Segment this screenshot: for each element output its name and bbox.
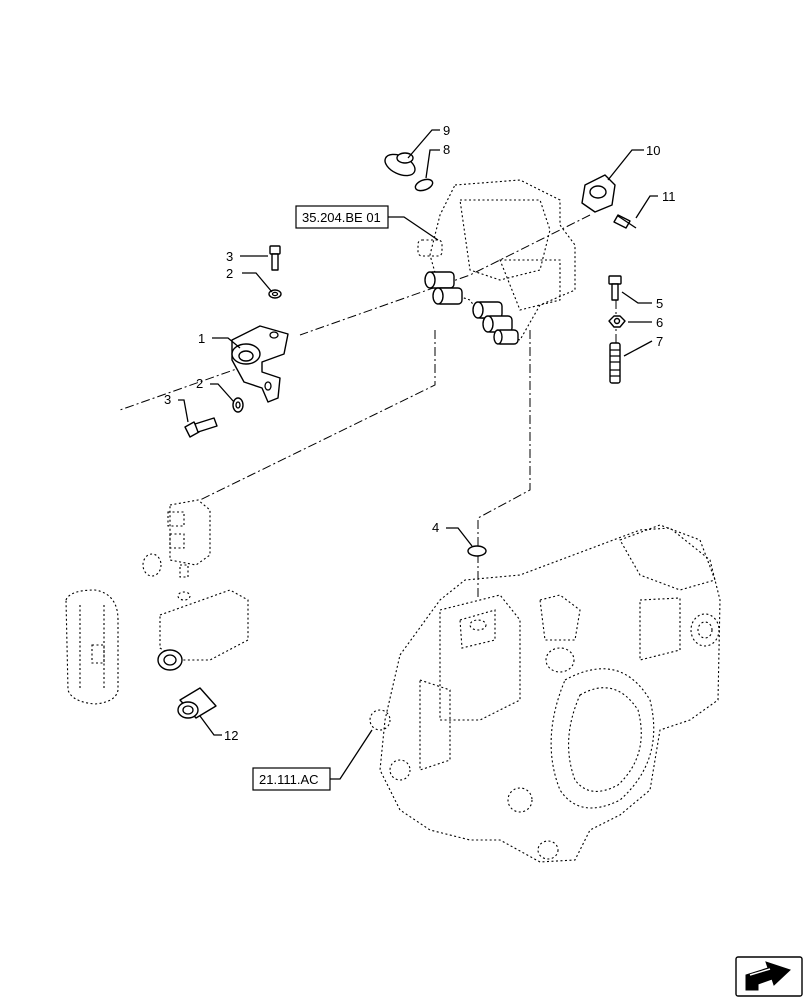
transmission-housing: [369, 524, 721, 863]
svg-text:35.204.BE 01: 35.204.BE 01: [302, 210, 381, 225]
svg-text:2: 2: [196, 376, 203, 391]
svg-text:4: 4: [432, 520, 439, 535]
bushing-part-12: [177, 687, 217, 719]
valve-reference-box[interactable]: 35.204.BE 01: [295, 205, 439, 241]
callout-7: 7: [623, 334, 663, 357]
svg-text:7: 7: [656, 334, 663, 349]
svg-text:8: 8: [443, 142, 450, 157]
assembly-lines: [119, 214, 617, 600]
flange-plate-part-10: [581, 174, 616, 213]
bracket-part-1: [231, 325, 289, 403]
callout-2-top: 2: [226, 266, 273, 293]
callout-3-top: 3: [226, 249, 268, 264]
svg-text:11: 11: [662, 189, 676, 204]
plug-part-9: [384, 152, 416, 177]
callout-8: 8: [425, 142, 450, 179]
callout-4: 4: [432, 520, 473, 547]
callout-9: 9: [407, 123, 450, 159]
callout-10: 10: [607, 143, 660, 181]
next-page-arrow-icon[interactable]: [735, 956, 803, 997]
left-valve-assembly: [65, 499, 249, 705]
stud-part-7: [609, 342, 621, 384]
svg-text:10: 10: [646, 143, 660, 158]
svg-text:6: 6: [656, 315, 663, 330]
callout-6: 6: [628, 315, 663, 330]
svg-text:21.111.AC: 21.111.AC: [259, 772, 319, 787]
callout-12: 12: [199, 715, 238, 743]
washer-part-2-side: [232, 397, 244, 413]
callout-2-side: 2: [196, 376, 235, 403]
bolt-part-11: [613, 214, 637, 229]
callout-1: 1: [198, 331, 241, 349]
valve-port-fittings: [417, 239, 519, 345]
svg-text:3: 3: [226, 249, 233, 264]
control-valve-block: [417, 179, 576, 345]
svg-text:3: 3: [164, 392, 171, 407]
bolt-part-5: [608, 275, 622, 301]
bolt-part-3-side: [184, 417, 218, 438]
svg-text:9: 9: [443, 123, 450, 138]
callout-5: 5: [621, 291, 663, 311]
nut-part-6: [608, 315, 626, 328]
housing-reference-box[interactable]: 21.111.AC: [252, 729, 373, 791]
o-ring-part-4: [467, 545, 487, 557]
svg-text:5: 5: [656, 296, 663, 311]
callout-11: 11: [635, 189, 676, 219]
svg-text:1: 1: [198, 331, 205, 346]
svg-text:2: 2: [226, 266, 233, 281]
callout-3-side: 3: [164, 392, 189, 423]
o-ring-part-8: [414, 178, 434, 192]
bolt-part-3-top: [269, 245, 281, 271]
svg-text:12: 12: [224, 728, 238, 743]
